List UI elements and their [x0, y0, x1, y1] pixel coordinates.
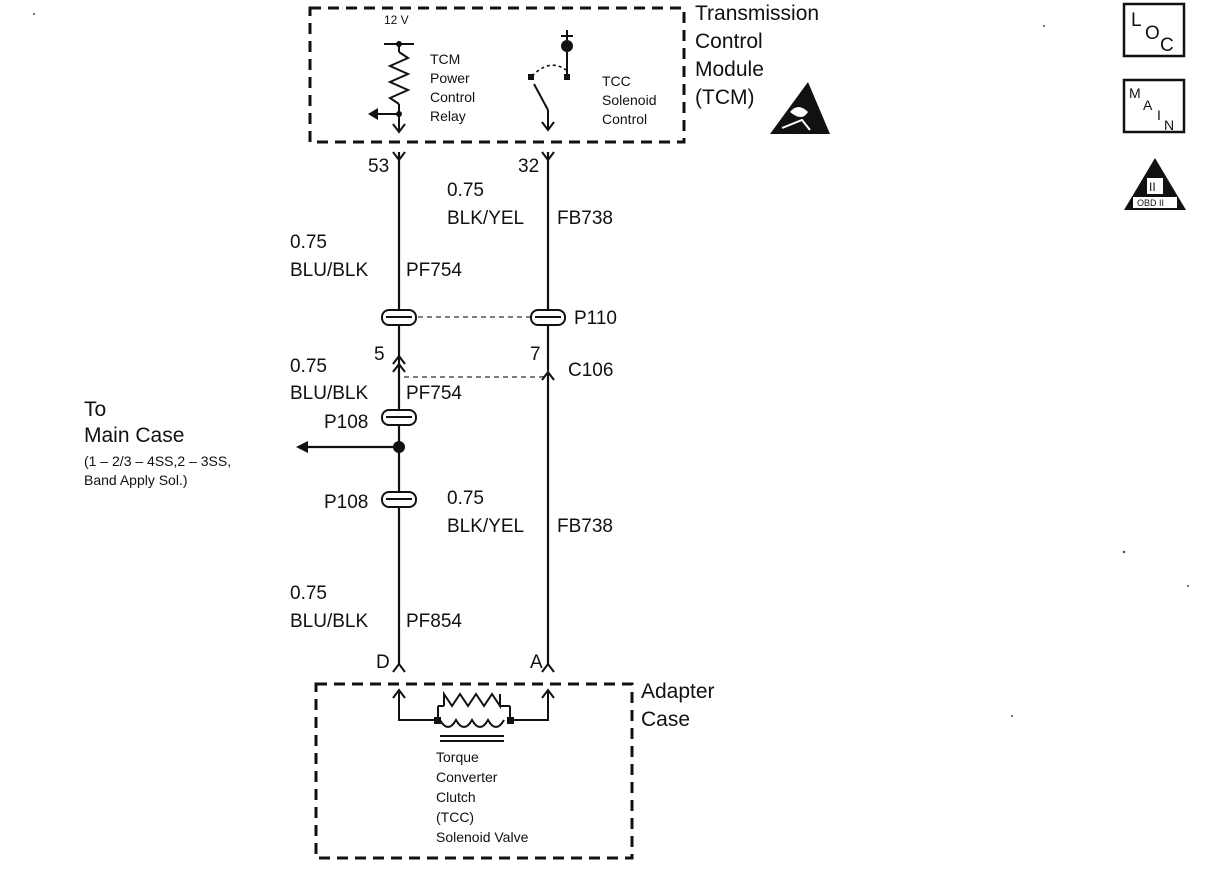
c106-connector: 5 7 C106: [374, 344, 613, 381]
solenoid-control-label-line-1: TCC: [602, 73, 631, 89]
tcm-power-control-relay: 12 V TCM Power Control Relay: [368, 13, 475, 134]
right-lower-color: BLK/YEL: [447, 516, 524, 537]
tcc-solenoid-control-switch: TCC Solenoid Control: [528, 30, 657, 132]
p110-label: P110: [574, 308, 617, 329]
left-mid-wire-label: 0.75 BLU/BLK PF754: [290, 356, 462, 404]
scan-speckles: [33, 13, 1189, 717]
main-icon-i: I: [1157, 107, 1161, 123]
esd-warning-icon: [770, 82, 830, 134]
tcm-pin-32: 32: [518, 156, 539, 177]
obd-icon-text: OBD II: [1137, 198, 1164, 208]
c106-label: C106: [568, 360, 613, 381]
main-icon[interactable]: M A I N: [1122, 78, 1186, 134]
tcm-pin-53: 53: [368, 156, 389, 177]
adapter-case: Adapter Case: [314, 680, 715, 860]
valve-label-line-1: Torque: [436, 749, 479, 765]
main-icon-n: N: [1164, 117, 1174, 133]
main-case-label: To Main Case (1 – 2/3 – 4SS,2 – 3SS, Ban…: [84, 398, 231, 488]
main-icon-a: A: [1143, 97, 1153, 113]
p108-upper-label: P108: [324, 412, 368, 433]
adapter-pin-a: A: [530, 652, 543, 673]
pin-a-terminal: [541, 662, 555, 673]
solenoid-control-label-line-2: Solenoid: [602, 92, 657, 108]
valve-label-line-3: Clutch: [436, 789, 476, 805]
relay-label-line-1: TCM: [430, 51, 460, 67]
left-upper-circuit: PF754: [406, 260, 462, 281]
main-case-line-2: Main Case: [84, 424, 184, 447]
tcm-title-line-2: Control: [695, 30, 763, 53]
loc-icon[interactable]: L O C: [1122, 2, 1186, 58]
left-upper-wire-label: 0.75 BLU/BLK PF754: [290, 232, 462, 281]
tcc-solenoid-valve: Torque Converter Clutch (TCC) Solenoid V…: [392, 688, 555, 845]
adapter-pin-d: D: [376, 652, 390, 673]
loc-icon-l: L: [1131, 10, 1142, 31]
obd-ii-icon[interactable]: II OBD II: [1124, 158, 1186, 210]
right-upper-gauge: 0.75: [447, 180, 484, 201]
main-icon-m: M: [1129, 85, 1141, 101]
tcm-title-line-1: Transmission: [695, 2, 819, 25]
tcm-title-line-3: Module: [695, 58, 764, 81]
loc-icon-o: O: [1145, 23, 1160, 44]
splice-to-main-case: [296, 441, 405, 453]
p110-connector: P110: [381, 308, 617, 329]
p108-lower-connector: P108: [324, 491, 417, 513]
adapter-title-line-2: Case: [641, 708, 690, 731]
left-upper-color: BLU/BLK: [290, 260, 368, 281]
pin-d-terminal: [392, 662, 406, 673]
tcm-module: Transmission Control Module (TCM): [308, 2, 819, 144]
left-lower-circuit: PF854: [406, 611, 462, 632]
p108-lower-label: P108: [324, 492, 368, 513]
left-mid-gauge: 0.75: [290, 356, 327, 377]
main-case-detail-2: Band Apply Sol.): [84, 472, 188, 488]
right-wire: [541, 151, 555, 664]
right-upper-wire-label: 0.75 BLK/YEL FB738: [447, 180, 613, 229]
left-wire: [392, 151, 406, 664]
right-lower-wire-label: 0.75 BLK/YEL FB738: [447, 488, 613, 537]
c106-pin-5: 5: [374, 344, 385, 365]
voltage-label: 12 V: [384, 13, 409, 27]
relay-label-line-4: Relay: [430, 108, 466, 124]
tcm-title-line-4: (TCM): [695, 86, 754, 109]
main-case-detail-1: (1 – 2/3 – 4SS,2 – 3SS,: [84, 453, 231, 469]
valve-label-line-4: (TCC): [436, 809, 474, 825]
right-upper-circuit: FB738: [557, 208, 613, 229]
right-lower-circuit: FB738: [557, 516, 613, 537]
left-mid-color: BLU/BLK: [290, 383, 368, 404]
obd-icon-numeral: II: [1149, 180, 1156, 194]
right-lower-gauge: 0.75: [447, 488, 484, 509]
left-lower-gauge: 0.75: [290, 583, 327, 604]
left-lower-color: BLU/BLK: [290, 611, 368, 632]
left-mid-circuit: PF754: [406, 383, 462, 404]
loc-icon-c: C: [1160, 35, 1174, 56]
valve-label-line-5: Solenoid Valve: [436, 829, 529, 845]
relay-label-line-3: Control: [430, 89, 475, 105]
right-upper-color: BLK/YEL: [447, 208, 524, 229]
left-lower-wire-label: 0.75 BLU/BLK PF854: [290, 583, 462, 632]
left-upper-gauge: 0.75: [290, 232, 327, 253]
p108-upper-connector: P108: [324, 409, 417, 433]
solenoid-control-label-line-3: Control: [602, 111, 647, 127]
adapter-title-line-1: Adapter: [641, 680, 715, 703]
valve-label-line-2: Converter: [436, 769, 498, 785]
main-case-line-1: To: [84, 398, 106, 421]
c106-pin-7: 7: [530, 344, 541, 365]
relay-label-line-2: Power: [430, 70, 470, 86]
